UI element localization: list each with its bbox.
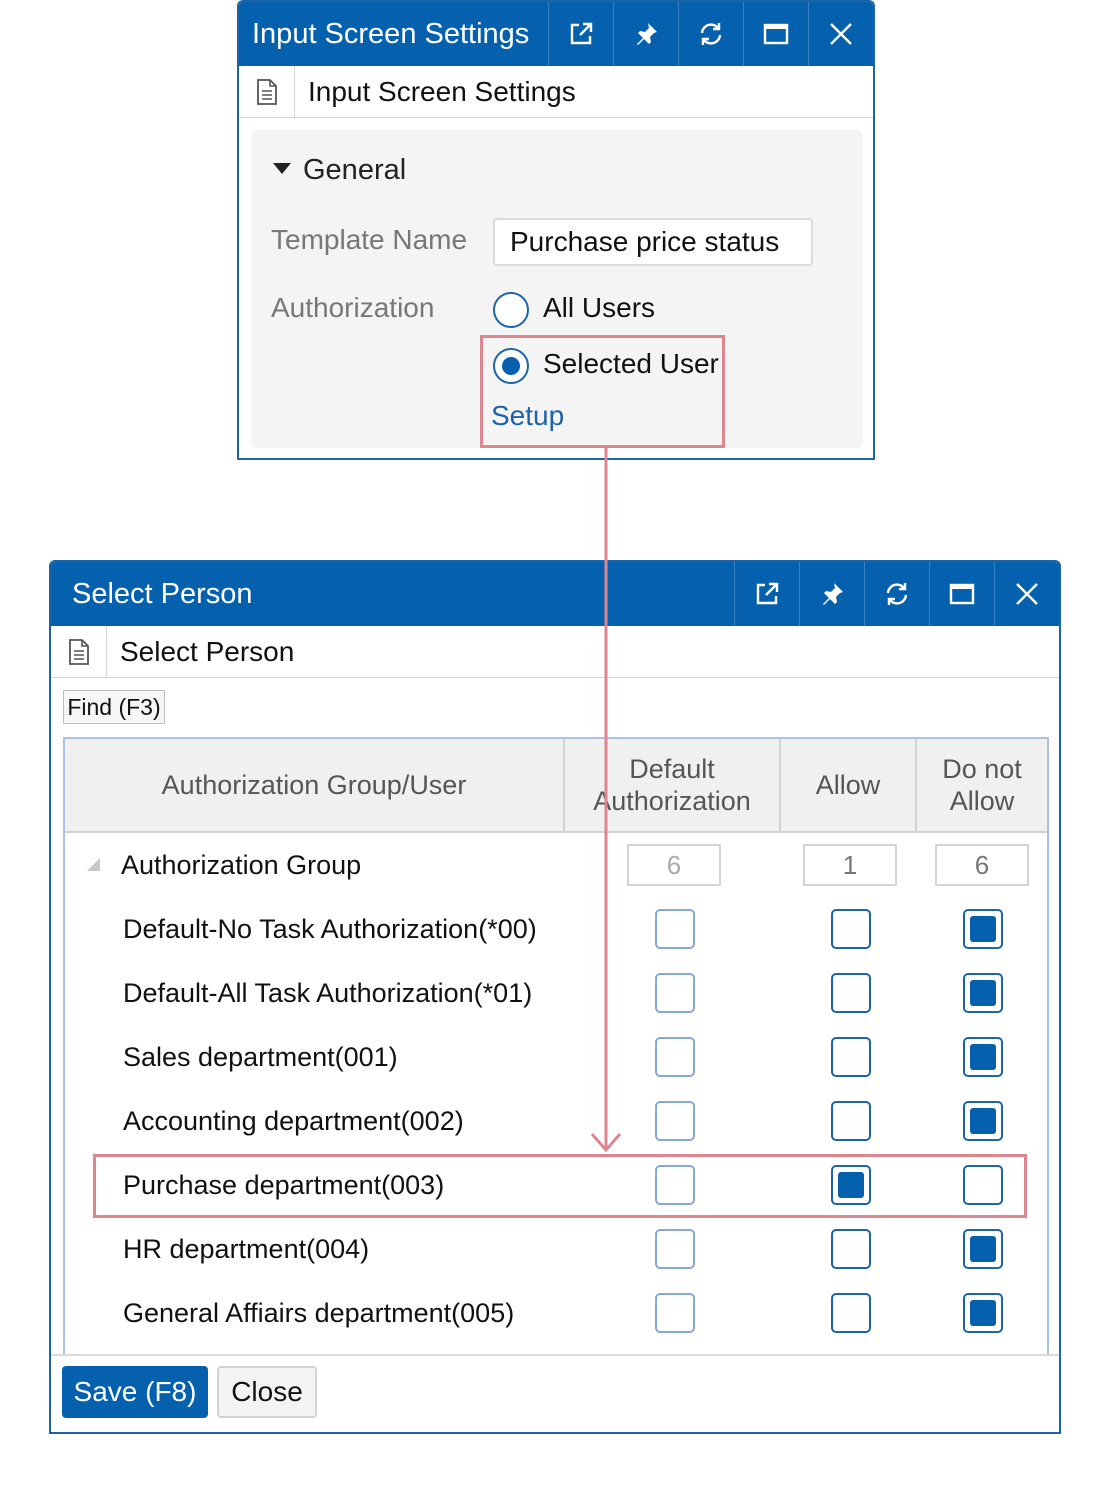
allow-checkbox[interactable] [831,1101,871,1141]
document-icon [51,626,107,677]
authorization-label: Authorization [271,292,435,323]
do-not-allow-checkbox[interactable] [963,973,1003,1013]
allow-checkbox[interactable] [831,973,871,1013]
selected-user-radio[interactable] [493,348,529,384]
table-row[interactable]: Sales department(001) [65,1025,1047,1089]
setup-link[interactable]: Setup [491,400,565,431]
settings-subheader: Input Screen Settings [239,66,873,118]
row-name: Default-No Task Authorization(*00) [123,914,537,944]
settings-titlebar: Input Screen Settings [239,2,873,66]
do-not-allow-checkbox[interactable] [963,1165,1003,1205]
allow-count: 1 [803,844,897,886]
allow-checkbox[interactable] [831,1293,871,1333]
default-count: 6 [627,844,721,886]
allow-checkbox[interactable] [831,1165,871,1205]
row-name: Purchase department(003) [123,1170,445,1200]
page-title: Select Person [120,636,295,667]
table-row[interactable]: Accounting department(002) [65,1089,1047,1153]
general-panel: General Template Name Purchase price sta… [251,130,863,448]
window-title: Select Person [72,578,253,610]
maximize-icon [949,583,975,605]
popout-button[interactable] [548,2,613,66]
close-icon [830,23,852,45]
default-authorization-checkbox[interactable] [655,1293,695,1333]
select-person-window: Select Person Select Person Find (F3) [49,560,1061,1434]
allow-checkbox[interactable] [831,1229,871,1269]
template-name-label: Template Name [271,224,468,255]
row-name: Accounting department(002) [123,1106,464,1136]
selected-user-label[interactable]: Selected User [543,348,719,379]
close-button[interactable] [994,562,1059,626]
pin-button[interactable] [613,2,678,66]
refresh-button[interactable] [864,562,929,626]
document-icon [239,66,295,117]
default-authorization-checkbox[interactable] [655,1165,695,1205]
save-button[interactable]: Save (F8) [62,1366,208,1418]
footer: Save (F8) Close [51,1354,1059,1432]
table-row[interactable]: Default-No Task Authorization(*00) [65,897,1047,961]
find-button[interactable]: Find (F3) [63,690,165,724]
all-users-label[interactable]: All Users [543,292,656,323]
close-dialog-button[interactable]: Close [217,1366,317,1418]
tree-collapse-icon[interactable] [87,858,100,871]
select-person-titlebar: Select Person [51,562,1059,626]
do-not-allow-checkbox[interactable] [963,1101,1003,1141]
pin-icon [823,583,843,605]
all-users-radio[interactable] [493,292,529,328]
general-section-header[interactable]: General [273,154,406,187]
group-label: Authorization Group [121,850,362,880]
section-title: General [303,154,407,186]
table-row[interactable]: Default-All Task Authorization(*01) [65,961,1047,1025]
allow-checkbox[interactable] [831,909,871,949]
row-name: Default-All Task Authorization(*01) [123,978,533,1008]
collapse-triangle-icon [273,162,291,174]
default-authorization-checkbox[interactable] [655,1101,695,1141]
close-button[interactable] [808,2,873,66]
table-row[interactable]: HR department(004) [65,1217,1047,1281]
default-authorization-checkbox[interactable] [655,909,695,949]
table-row[interactable]: Purchase department(003) [65,1153,1047,1217]
column-header-name[interactable]: Authorization Group/User [65,739,565,831]
deny-count: 6 [935,844,1029,886]
table-row[interactable]: General Affiairs department(005) [65,1281,1047,1345]
column-header-allow[interactable]: Allow [781,739,917,831]
maximize-icon [763,23,789,45]
close-icon [1016,583,1038,605]
do-not-allow-checkbox[interactable] [963,1293,1003,1333]
select-person-subheader: Select Person [51,626,1059,678]
default-authorization-checkbox[interactable] [655,973,695,1013]
popout-icon [756,582,779,605]
popout-icon [570,22,593,45]
page-title: Input Screen Settings [308,76,576,107]
refresh-icon [886,583,908,605]
default-authorization-checkbox[interactable] [655,1037,695,1077]
pin-icon [637,23,657,45]
row-name: HR department(004) [123,1234,370,1264]
window-title: Input Screen Settings [252,18,530,50]
refresh-icon [700,23,722,45]
maximize-button[interactable] [929,562,994,626]
allow-checkbox[interactable] [831,1037,871,1077]
input-screen-settings-window: Input Screen Settings Input Screen Setti… [237,0,875,460]
refresh-button[interactable] [678,2,743,66]
row-name: Sales department(001) [123,1042,398,1072]
do-not-allow-checkbox[interactable] [963,1037,1003,1077]
do-not-allow-checkbox[interactable] [963,1229,1003,1269]
popout-button[interactable] [734,562,799,626]
template-name-input[interactable]: Purchase price status [493,218,813,266]
maximize-button[interactable] [743,2,808,66]
pin-button[interactable] [799,562,864,626]
default-authorization-checkbox[interactable] [655,1229,695,1269]
group-row: Authorization Group 6 1 6 [65,833,1047,897]
row-name: General Affiairs department(005) [123,1298,515,1328]
do-not-allow-checkbox[interactable] [963,909,1003,949]
